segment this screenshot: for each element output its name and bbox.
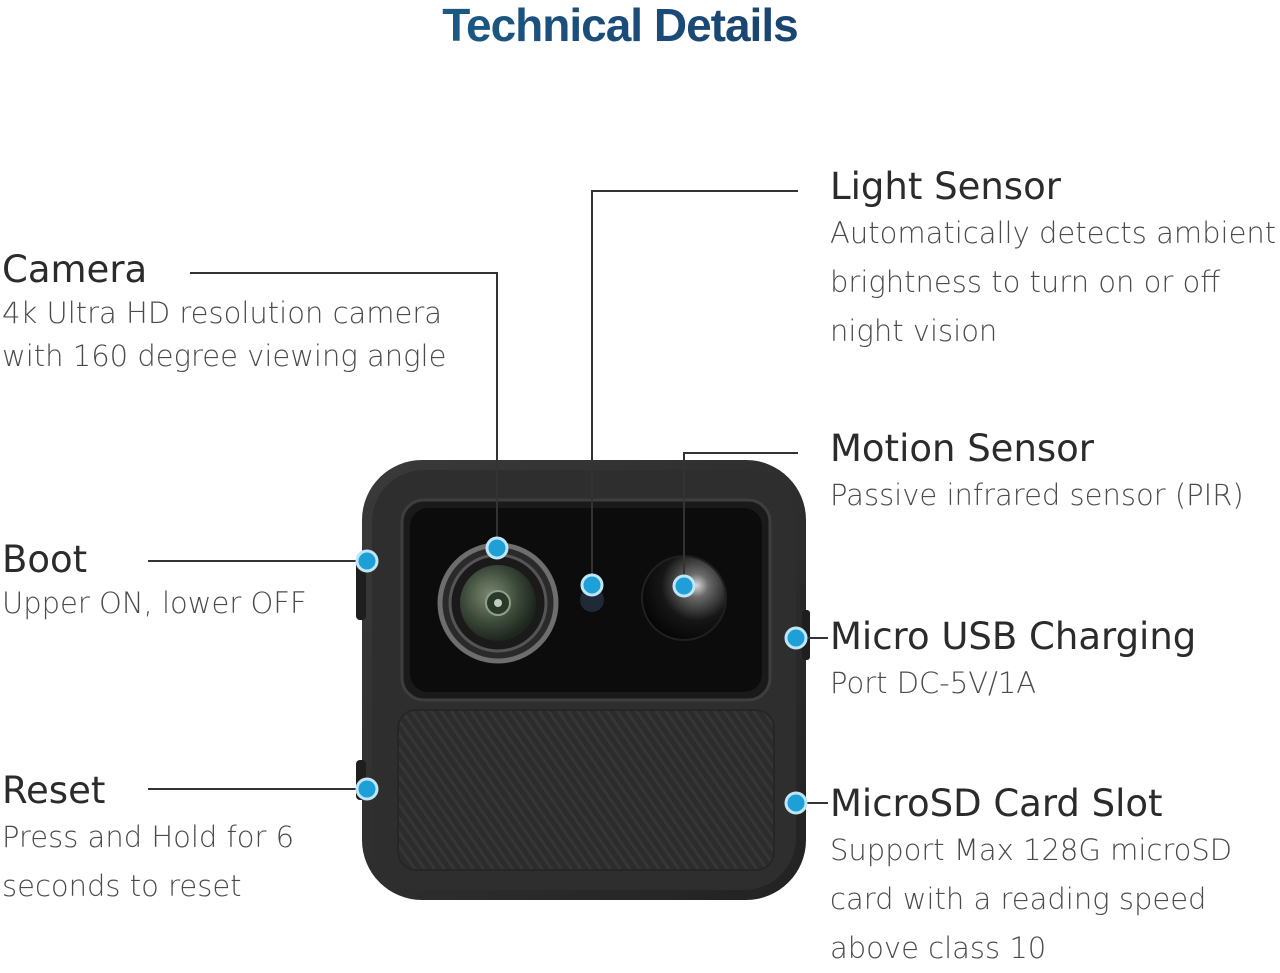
light-sensor-leader-line: [591, 190, 798, 585]
usb-label: Micro USB Charging Port DC-5V/1A: [830, 615, 1196, 708]
camera-callout-dot: [485, 536, 509, 560]
usb-description: Port DC-5V/1A: [830, 666, 1037, 700]
motion-sensor-label: Motion Sensor Passive infrared sensor (P…: [830, 427, 1244, 520]
camera-leader-line: [190, 272, 498, 548]
reset-description: Press and Hold for 6 seconds to reset: [2, 820, 295, 903]
camera-heading: Camera: [2, 248, 148, 291]
motion-sensor-callout-dot: [672, 574, 696, 598]
boot-callout-dot: [355, 549, 379, 573]
light-sensor-callout-dot: [580, 573, 604, 597]
light-sensor-heading: Light Sensor: [830, 165, 1061, 208]
reset-heading: Reset: [2, 769, 106, 812]
motion-sensor-leader-line: [683, 452, 798, 586]
usb-heading: Micro USB Charging: [830, 615, 1197, 658]
light-sensor-label: Light Sensor Automatically detects ambie…: [830, 165, 1276, 356]
page-title: Technical Details: [0, 0, 1240, 52]
boot-description: Upper ON, lower OFF: [2, 586, 307, 620]
microsd-description: Support Max 128G microSD card with a rea…: [830, 833, 1233, 965]
microsd-callout-dot: [784, 791, 808, 815]
boot-heading: Boot: [2, 538, 88, 581]
camera-label: Camera 4k Ultra HD resolution camera wit…: [2, 248, 446, 378]
light-sensor-description: Automatically detects ambient brightness…: [830, 216, 1277, 348]
microsd-label: MicroSD Card Slot Support Max 128G micro…: [830, 782, 1232, 973]
motion-sensor-description: Passive infrared sensor (PIR): [830, 478, 1244, 512]
microsd-heading: MicroSD Card Slot: [830, 782, 1163, 825]
motion-sensor-heading: Motion Sensor: [830, 427, 1095, 470]
speaker-grille: [397, 709, 775, 871]
reset-label: Reset Press and Hold for 6 seconds to re…: [2, 769, 294, 911]
usb-callout-dot: [784, 626, 808, 650]
boot-switch: [356, 560, 366, 620]
boot-label: Boot Upper ON, lower OFF: [2, 538, 307, 625]
camera-description: 4k Ultra HD resolution camera with 160 d…: [2, 296, 447, 373]
reset-callout-dot: [355, 777, 379, 801]
